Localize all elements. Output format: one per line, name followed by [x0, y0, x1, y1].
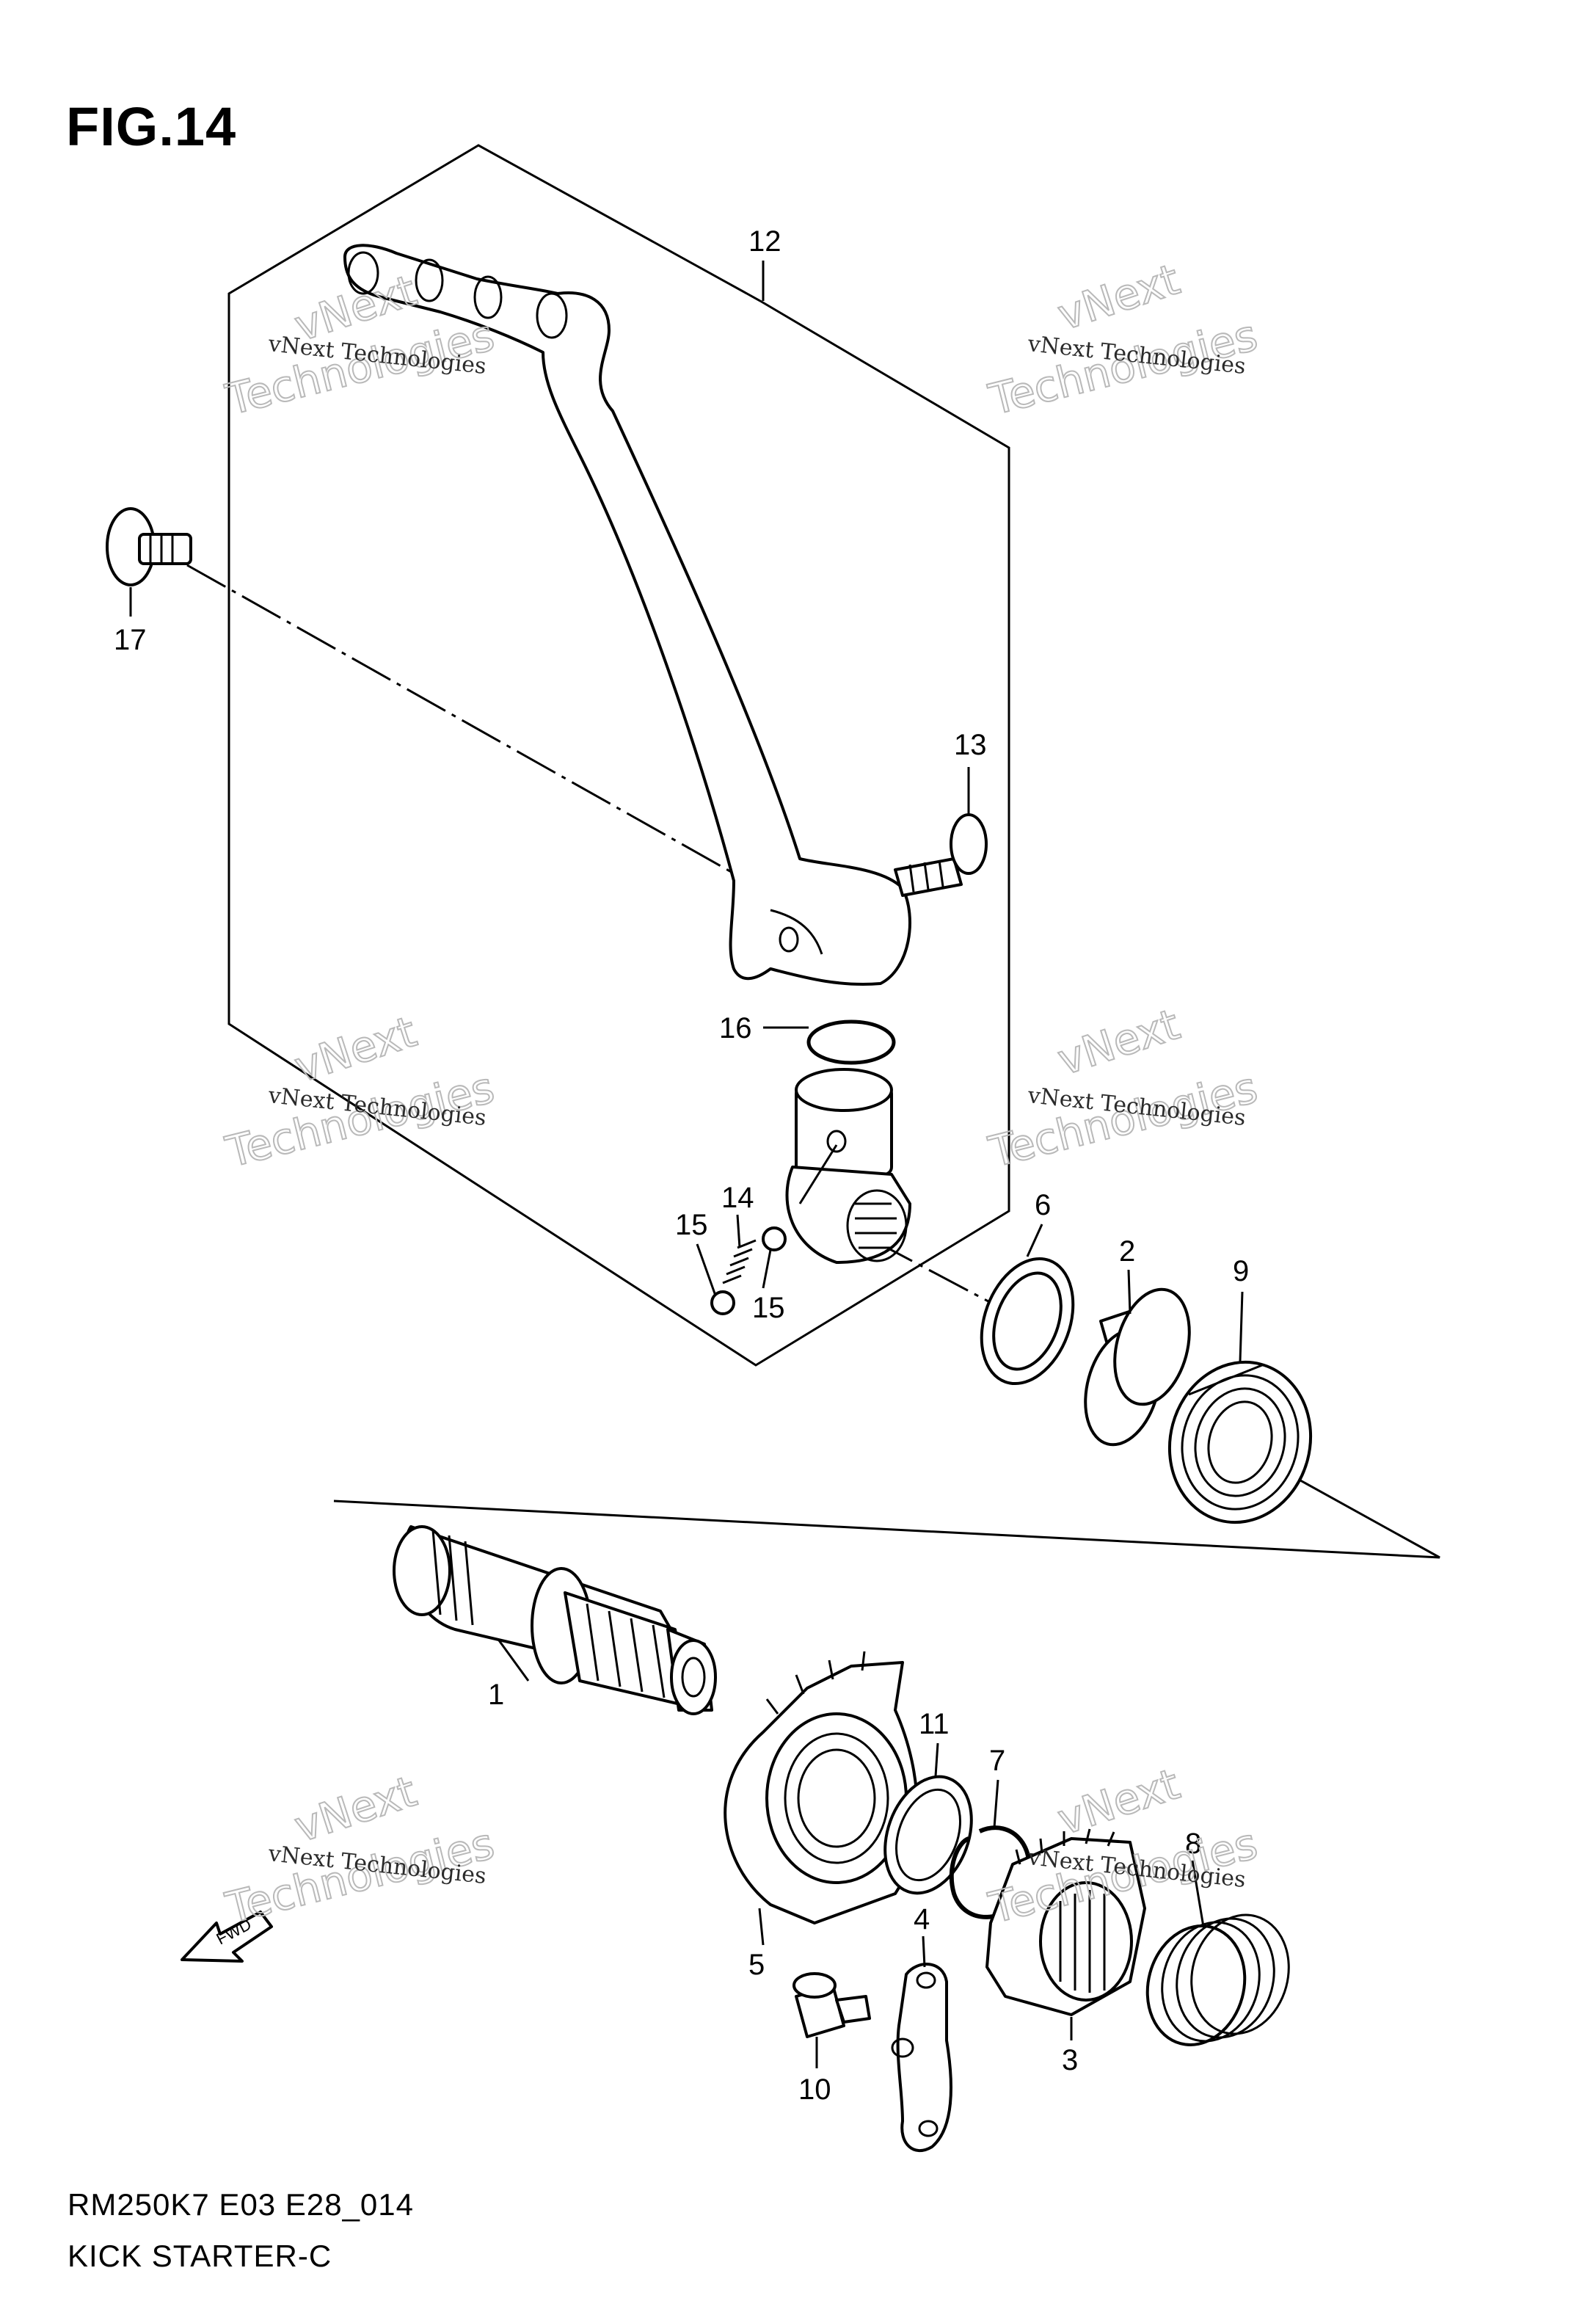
part-15-ball-upper[interactable] [762, 1226, 787, 1251]
watermark-middle-left: vNext Technologies vNext Technologies [220, 1006, 500, 1178]
leader-6 [1026, 1224, 1043, 1257]
callout-5: 5 [748, 1949, 765, 1981]
watermark-middle-right: vNext Technologies vNext Technologies [983, 998, 1263, 1178]
leader-15a [696, 1243, 717, 1296]
kick-boss [785, 1068, 911, 1264]
part-4-guide-plate[interactable] [891, 1963, 952, 2152]
part-5-kick-gear[interactable] [724, 1651, 919, 1924]
callout-14: 14 [721, 1182, 754, 1214]
leader-1 [498, 1640, 530, 1682]
leader-7 [993, 1779, 999, 1828]
watermark-top-right: vNext Technologies vNext Technologies [983, 253, 1263, 426]
leader-14 [736, 1214, 741, 1248]
callout-1: 1 [488, 1679, 504, 1711]
part-12-kick-lever[interactable] [343, 244, 911, 986]
callout-11: 11 [919, 1708, 950, 1740]
svg-text:vNext: vNext [288, 1006, 422, 1092]
leader-11 [934, 1742, 939, 1777]
figure-title: FIG.14 [66, 96, 237, 157]
callout-17: 17 [114, 624, 147, 656]
axis-line-17 [186, 564, 735, 875]
svg-text:vNext: vNext [1052, 254, 1185, 340]
part-15-ball-lower[interactable] [710, 1290, 735, 1315]
part-13-bolt[interactable] [894, 813, 988, 897]
leader-15b [762, 1249, 772, 1289]
callout-13: 13 [954, 729, 987, 761]
callout-7: 7 [989, 1745, 1005, 1777]
callout-4: 4 [914, 1903, 930, 1935]
part-16-o-ring[interactable] [806, 1019, 896, 1065]
part-1-kick-shaft[interactable] [393, 1525, 717, 1715]
callout-8: 8 [1185, 1828, 1201, 1860]
leader-5 [758, 1908, 765, 1946]
assembly-outline [227, 144, 1010, 1367]
callout-9: 9 [1233, 1255, 1249, 1287]
part-3-ratchet[interactable] [985, 1828, 1146, 2016]
watermark-bottom-left: vNext Technologies vNext Technologies [220, 1765, 500, 1934]
svg-text:vNext: vNext [1052, 999, 1185, 1085]
part-6-oil-seal[interactable] [965, 1246, 1089, 1396]
leader-9 [1239, 1291, 1244, 1362]
part-8-ratchet-spring[interactable] [1134, 1904, 1302, 2056]
part-10-bolt[interactable] [792, 1972, 871, 2038]
callout-15a: 15 [675, 1209, 708, 1241]
callout-2: 2 [1119, 1235, 1135, 1268]
svg-text:vNext: vNext [1052, 1759, 1185, 1844]
leader-2 [1127, 1269, 1132, 1315]
callout-3: 3 [1062, 2044, 1078, 2076]
callout-15b: 15 [752, 1292, 785, 1324]
part-9-return-spring[interactable] [1152, 1346, 1328, 1538]
callout-10: 10 [798, 2073, 831, 2106]
part-11-washer[interactable] [870, 1764, 986, 1905]
leader-8 [1191, 1860, 1205, 1927]
leader-4 [922, 1935, 926, 1968]
figure-name: KICK STARTER-C [68, 2239, 332, 2273]
axis-line-lever [872, 1239, 999, 1308]
part-17-bolt[interactable] [106, 507, 192, 586]
callout-12: 12 [748, 225, 781, 258]
callout-6: 6 [1035, 1189, 1051, 1221]
part-2-bushing[interactable] [1074, 1281, 1201, 1453]
part-14-spring[interactable] [722, 1239, 757, 1284]
callout-16: 16 [719, 1012, 752, 1044]
figure-code: RM250K7 E03 E28_014 [68, 2187, 414, 2222]
